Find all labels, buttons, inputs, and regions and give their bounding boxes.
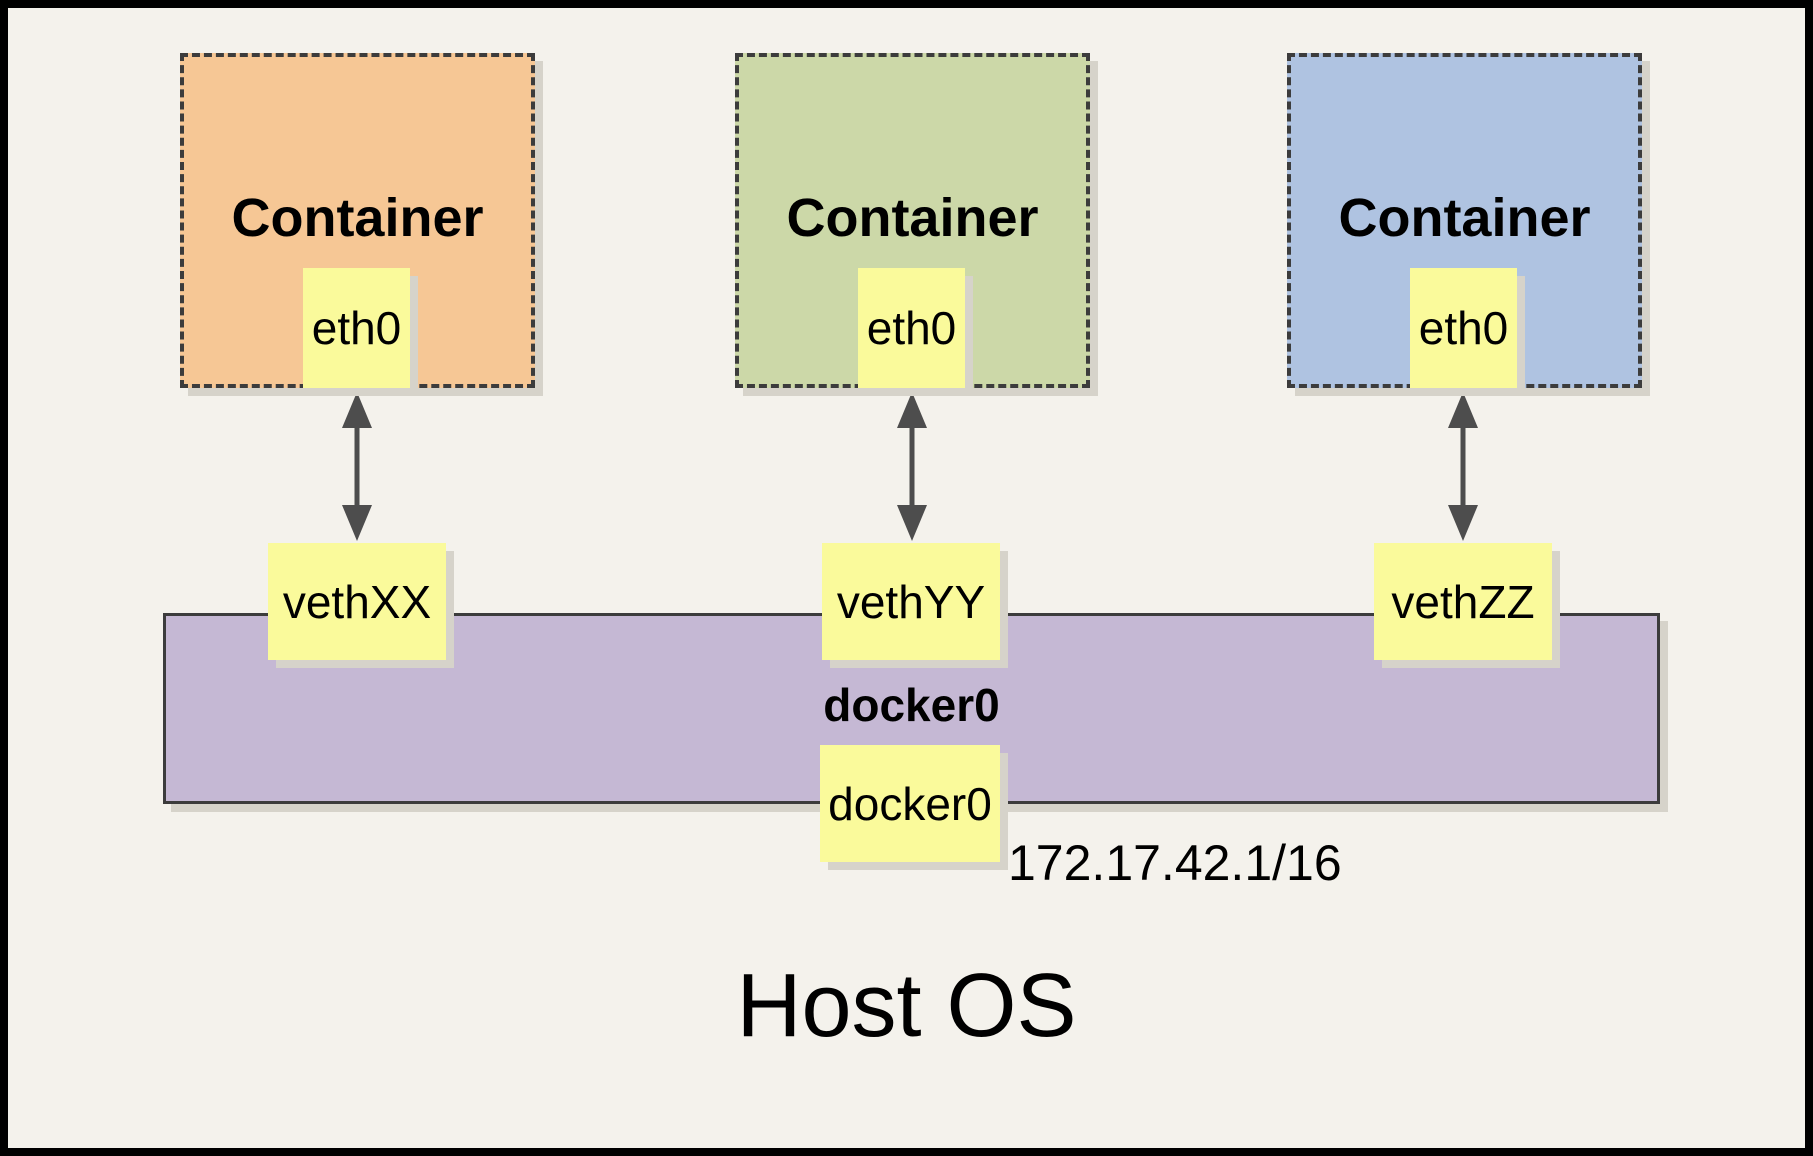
eth0-chip: eth0 <box>1410 268 1517 388</box>
vethyy-chip: vethYY <box>822 543 1000 660</box>
veth-connection-arrow-icon <box>897 392 927 541</box>
eth0-chip: eth0 <box>303 268 410 388</box>
container-label: Container <box>786 188 1039 248</box>
docker0-interface-chip: docker0 <box>820 745 1000 862</box>
eth0-chip: eth0 <box>858 268 965 388</box>
vethzz-chip: vethZZ <box>1374 543 1552 660</box>
docker0-bridge-label: docker0 <box>823 679 1000 731</box>
veth-connection-arrow-icon <box>342 392 372 541</box>
container-label: Container <box>231 188 484 248</box>
vethxx-chip: vethXX <box>268 543 446 660</box>
host-os-label: Host OS <box>736 956 1077 1056</box>
veth-connection-arrow-icon <box>1448 392 1478 541</box>
bridge-ip-label: 172.17.42.1/16 <box>1008 835 1342 891</box>
container-label: Container <box>1338 188 1591 248</box>
